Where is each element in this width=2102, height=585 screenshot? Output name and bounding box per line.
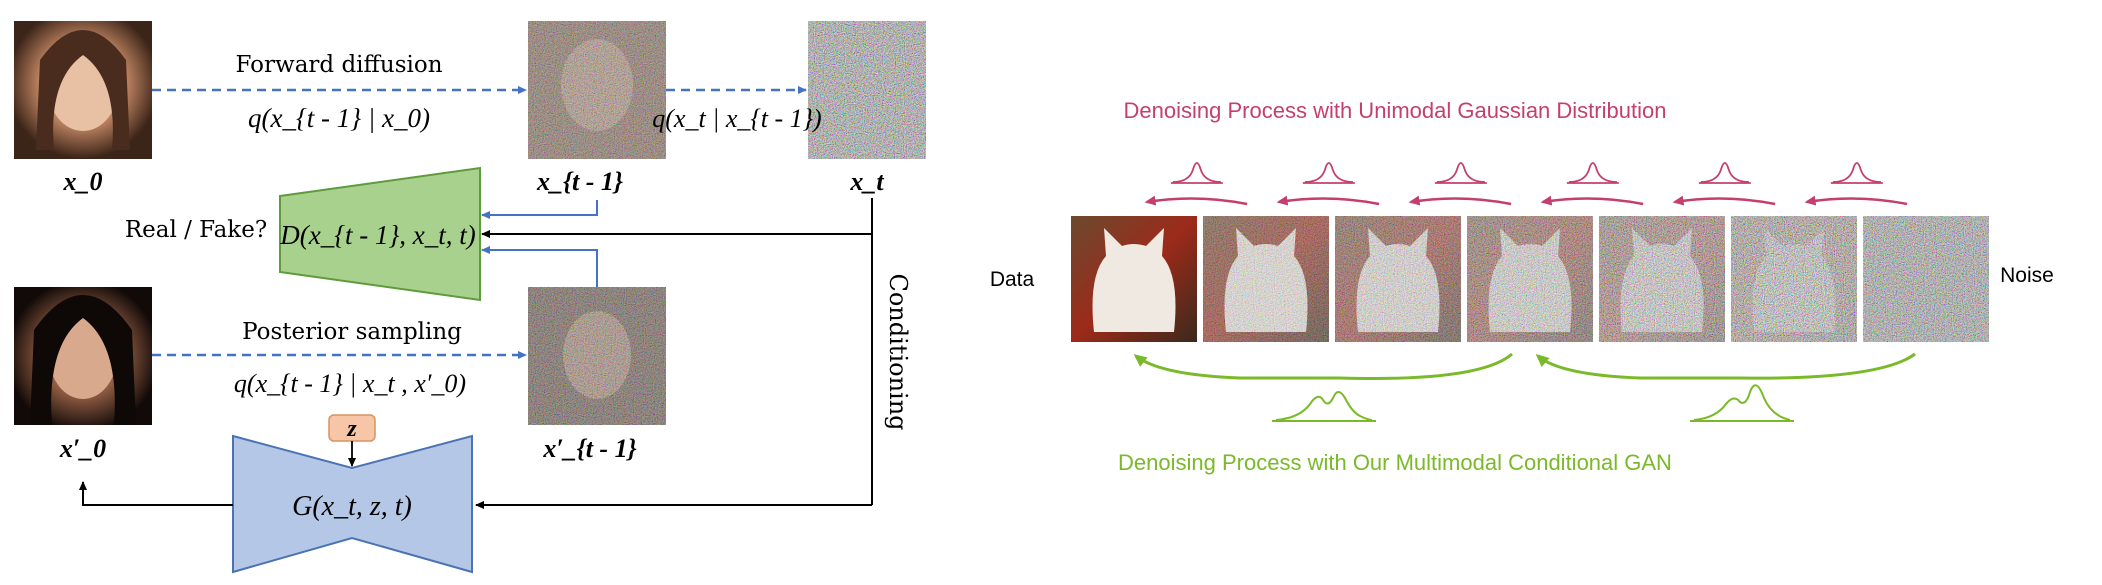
data-label: Data [990, 268, 1035, 291]
frame-5 [1599, 216, 1725, 342]
latent-z-label: z [346, 416, 357, 442]
unimodal-arrow-1 [1144, 195, 1248, 206]
unimodal-arrow-6 [1804, 195, 1908, 206]
arrow-g-to-x0-prime [79, 481, 233, 506]
posterior-sampling-label: Posterior sampling [242, 319, 462, 345]
multimodal-arrow-right [1535, 352, 1916, 380]
label-x0: x_0 [63, 167, 103, 196]
multimodal-distribution-left [1272, 391, 1376, 422]
multimodal-distribution-right [1690, 384, 1794, 422]
image-x0 [14, 21, 152, 159]
image-xt-minus-1-prime [528, 287, 666, 425]
image-x0-prime [14, 287, 152, 425]
label-xt: x_t [849, 167, 884, 196]
noise-label: Noise [2000, 264, 2054, 287]
frame-2 [1203, 216, 1329, 342]
unimodal-arrow-3 [1408, 195, 1512, 206]
discriminator-equation: D(x_{t - 1}, x_t, t) [279, 220, 476, 250]
generator-equation: G(x_t, z, t) [292, 491, 412, 522]
forward-diffusion-equation: q(x_{t - 1} | x_0) [248, 103, 430, 133]
frame-strip [1071, 216, 1989, 342]
label-x0-prime: x′_0 [59, 434, 106, 463]
unimodal-gaussian-2 [1304, 162, 1353, 183]
image-xt [808, 21, 926, 159]
arrow-xt-minus-1-prime-to-d [481, 246, 598, 287]
frame-1 [1071, 216, 1197, 342]
unimodal-gaussian-5 [1700, 162, 1749, 183]
generator-block [232, 434, 473, 574]
left-diagram: Forward diffusion q(x_{t - 1} | x_0) q(x… [14, 21, 926, 574]
posterior-sampling-equation: q(x_{t - 1} | x_t , x′_0) [234, 369, 466, 398]
unimodal-arrow-2 [1276, 195, 1380, 206]
unimodal-gaussian-6 [1832, 162, 1881, 183]
frame-4 [1467, 216, 1593, 342]
frame-6 [1731, 216, 1857, 342]
step-diffusion-equation: q(x_t | x_{t - 1}) [652, 104, 821, 133]
unimodal-arrows [1144, 162, 1908, 206]
unimodal-gaussian-1 [1172, 162, 1221, 183]
multimodal-arrow-left [1133, 352, 1513, 380]
unimodal-gaussian-4 [1568, 162, 1617, 183]
frame-7 [1863, 216, 1989, 342]
multimodal-title: Denoising Process with Our Multimodal Co… [1118, 450, 1672, 475]
conditioning-label: Conditioning [884, 273, 912, 430]
unimodal-title: Denoising Process with Unimodal Gaussian… [1124, 98, 1667, 123]
arrow-xt-minus-1-to-d [481, 200, 598, 219]
label-xt-minus-1-prime: x′_{t - 1} [542, 434, 636, 463]
image-xt-minus-1 [528, 21, 666, 159]
forward-diffusion-label: Forward diffusion [235, 52, 442, 78]
unimodal-arrow-4 [1540, 195, 1644, 206]
label-xt-minus-1: x_{t - 1} [536, 167, 623, 196]
discriminator-question: Real / Fake? [125, 217, 267, 243]
right-diagram: Denoising Process with Unimodal Gaussian… [990, 98, 2054, 475]
frame-3 [1335, 216, 1461, 342]
unimodal-arrow-5 [1672, 195, 1776, 206]
unimodal-gaussian-3 [1436, 162, 1485, 183]
discriminator-block [279, 166, 481, 302]
